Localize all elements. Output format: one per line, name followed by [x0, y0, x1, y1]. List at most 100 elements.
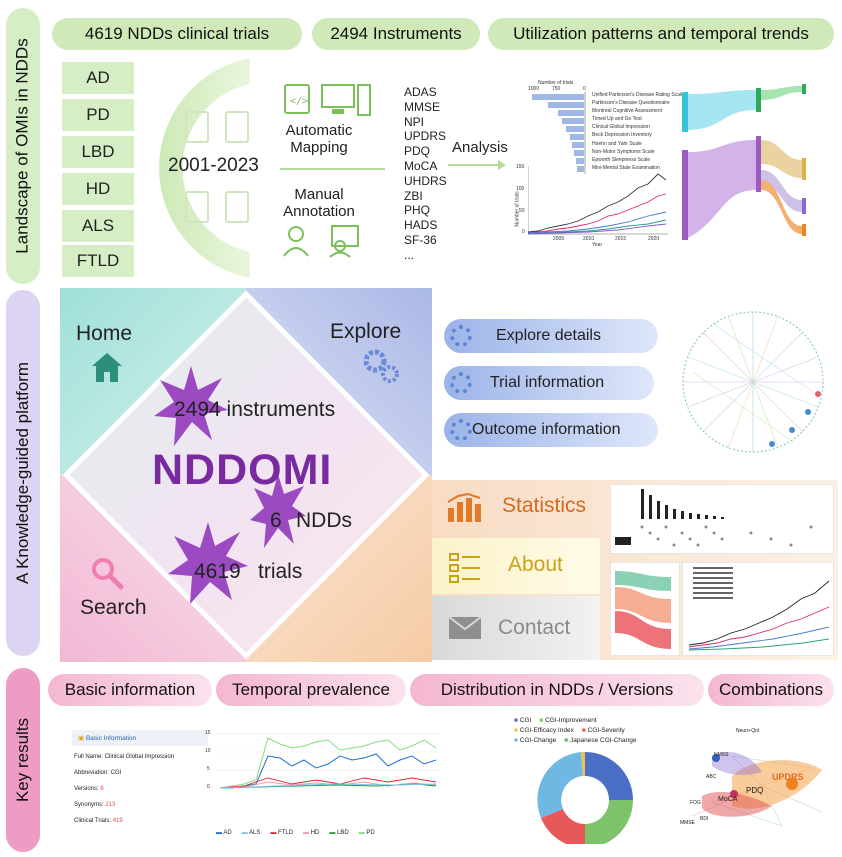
combinations-pill: Combinations — [708, 674, 834, 706]
analysis-arrow — [448, 160, 506, 170]
instruments-stat: 2494 instruments — [174, 398, 336, 421]
basic-info-row: Versions: 6 — [74, 786, 208, 792]
instrument-item: ZBI — [404, 188, 423, 203]
platform-label-text: A Knowledge-guided platform — [13, 361, 32, 585]
legend-hd-text: HD — [310, 830, 320, 836]
trials-stat-num: 4619 — [194, 560, 241, 583]
donut-legend-text: CGI — [519, 717, 532, 724]
instrument-item: ... — [404, 247, 415, 262]
document-icon: ▣ — [78, 735, 86, 742]
manual-annotation-label: Manual Annotation — [283, 186, 355, 220]
line-chart-xlabel: Year — [592, 242, 603, 248]
temporal-ytick: 5 — [207, 766, 210, 772]
explore-link[interactable]: Explore — [330, 320, 402, 343]
instruments-pill: 2494 Instruments — [312, 18, 480, 50]
ndds-star — [250, 474, 306, 548]
row-value: 419 — [112, 818, 123, 824]
outcome-info-button[interactable]: Outcome information — [444, 413, 658, 447]
legend-lbd: ▬ LBD — [329, 830, 349, 836]
donut-legend-item: ■ CGI — [514, 717, 532, 724]
instrument-item: PHQ — [404, 203, 431, 218]
platform-panel — [60, 288, 432, 662]
home-link[interactable]: Home — [76, 322, 133, 345]
statistics-link[interactable]: Statistics — [502, 494, 587, 517]
donut-legend-item: ■ Japanese CGI-Change — [564, 737, 637, 744]
combinations-pill-text: Combinations — [719, 680, 823, 699]
row-value: CGI — [110, 770, 122, 776]
mini-line-chart — [528, 166, 668, 235]
contact-link[interactable]: Contact — [498, 616, 571, 639]
about-link[interactable]: About — [508, 553, 563, 576]
legend-ftld-text: FTLD — [278, 830, 294, 836]
ndds-stat-num: 6 — [270, 509, 282, 532]
upset-plot-thumbnail — [610, 484, 834, 554]
network-label-moca: MoCA — [718, 796, 738, 803]
temporal-pill: Temporal prevalence — [216, 674, 406, 706]
instruments-pill-text: 2494 Instruments — [330, 24, 462, 43]
legend-ftld: ▬ FTLD — [270, 830, 294, 836]
mail-icon — [448, 616, 482, 639]
legend-item: Montreal Cognitive Assessment — [592, 108, 663, 115]
landscape-label-text: Landscape of OMIs in NDDs — [13, 38, 33, 254]
line-chart-xtick: 2020 — [648, 236, 660, 242]
temporal-line-chart — [216, 733, 440, 789]
ndd-lbd: LBD — [62, 136, 134, 168]
ndd-pd-text: PD — [86, 105, 110, 124]
row-key: Full Name: — [74, 754, 104, 760]
bar-chart-tick: 1000 — [528, 86, 540, 92]
ndd-als: ALS — [62, 210, 134, 242]
bar-chart-legend: Unified Parkinson's Disease Rating Scale… — [592, 91, 684, 172]
ndd-als-text: ALS — [81, 216, 115, 235]
legend-hd: ▬ HD — [303, 830, 320, 836]
trial-info-button[interactable]: Trial information — [444, 366, 654, 400]
trials-pill: 4619 NDDs clinical trials — [52, 18, 302, 50]
network-label-abc: ABC — [706, 774, 717, 780]
year-range: 2001-2023 — [168, 155, 259, 176]
explore-details-button[interactable]: Explore details — [444, 319, 658, 353]
center-diamond — [62, 290, 430, 660]
about-band — [432, 538, 600, 594]
bar-chart-title: Number of trials — [538, 80, 574, 86]
legend-pd-text: PD — [366, 830, 375, 836]
combination-network — [691, 751, 823, 827]
donut-legend-text: CGI-Change — [519, 737, 557, 744]
instrument-item: MMSE — [404, 99, 440, 114]
year-arc-graphic — [159, 58, 385, 278]
platform-section-label: A Knowledge-guided platform — [6, 290, 40, 656]
row-key: Versions: — [74, 786, 99, 792]
legend-item: Parkinson's Disease Questionnaire — [592, 100, 670, 107]
distribution-pill: Distribution in NDDs / Versions — [410, 674, 704, 706]
list-icon — [449, 553, 480, 583]
basic-info-pill-text: Basic information — [64, 680, 196, 699]
ndd-ad-text: AD — [86, 68, 110, 87]
donut-chart — [537, 751, 633, 844]
outcome-info-label: Outcome information — [472, 421, 621, 438]
trends-pill-text: Utilization patterns and temporal trends — [513, 24, 809, 43]
automatic-mapping-label: Automatic Mapping — [285, 122, 353, 156]
trials-pill-text: 4619 NDDs clinical trials — [84, 24, 270, 43]
instrument-item: PDQ — [404, 144, 431, 159]
network-label-fog: FOG — [690, 800, 701, 806]
legend-als: ▬ ALS — [241, 830, 261, 836]
network-circle-thumbnail — [682, 311, 824, 453]
donut-legend-item: ■ CGI-Improvement — [539, 717, 597, 724]
network-label-nmss: NMSS — [714, 752, 729, 758]
instrument-item: NPI — [404, 114, 425, 129]
basic-info-header-text: Basic Information — [85, 735, 137, 742]
ndd-lbd-text: LBD — [81, 142, 115, 161]
bar-chart-tick: 0 — [583, 86, 586, 92]
line-chart-ytick: 150 — [516, 164, 525, 170]
gear-icon — [450, 325, 472, 347]
legend-pd: ▬ PD — [358, 830, 375, 836]
ndd-pd: PD — [62, 99, 134, 131]
legend-item: Epworth Sleepiness Scale — [592, 156, 651, 163]
instrument-item: UHDRS — [404, 173, 447, 188]
search-link[interactable]: Search — [80, 596, 147, 619]
annotators-icon — [283, 225, 359, 258]
legend-item: Non-Motor Symptoms Scale — [592, 148, 655, 155]
analysis-label: Analysis — [452, 139, 508, 156]
donut-legend-item: ■ CGI-Change — [514, 737, 557, 744]
home-icon — [92, 353, 122, 382]
instrument-item: ADAS — [404, 85, 437, 99]
sankey-thumbnail — [682, 84, 806, 240]
